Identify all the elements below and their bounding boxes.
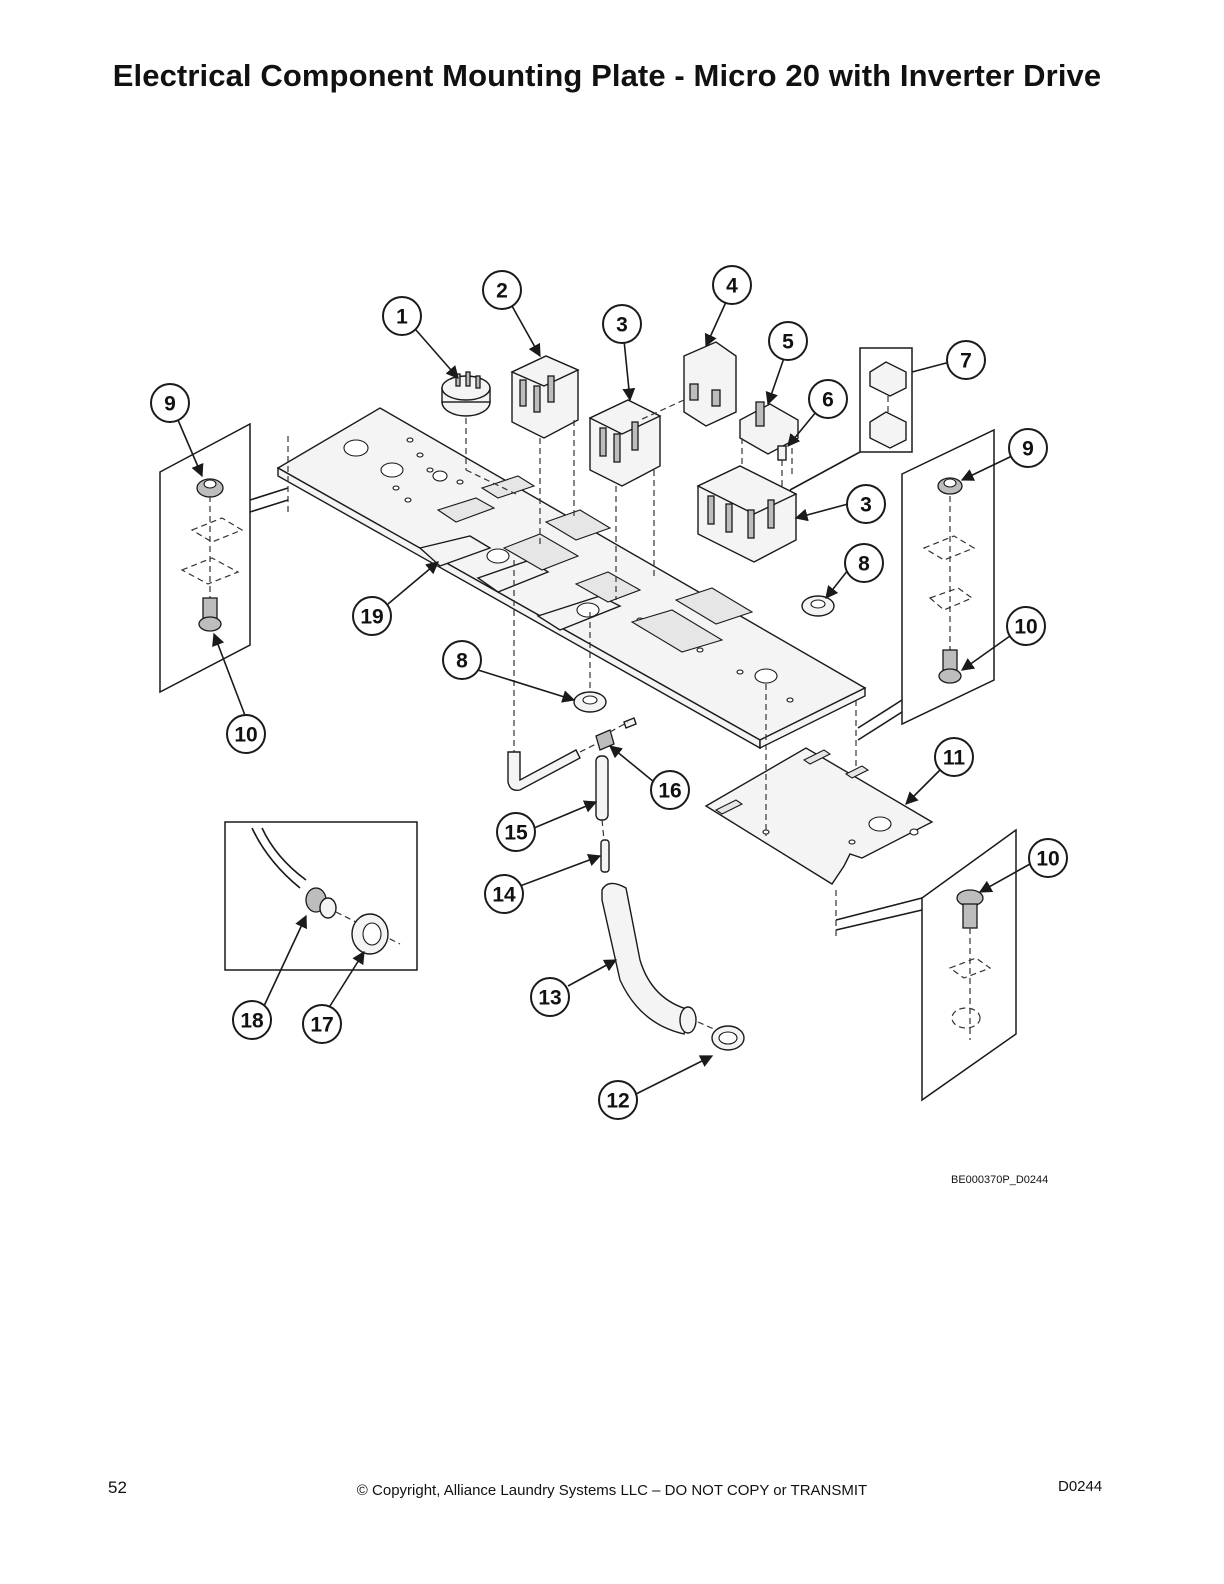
document-id: D0244 [1058, 1478, 1103, 1495]
svg-text:9: 9 [164, 393, 176, 416]
callout-1: 1 [382, 296, 422, 336]
callout-9-left: 9 [150, 383, 190, 423]
callout-12: 12 [598, 1080, 638, 1120]
svg-text:2: 2 [496, 280, 508, 303]
svg-text:3: 3 [616, 314, 628, 337]
svg-text:4: 4 [726, 275, 738, 298]
page-title: Electrical Component Mounting Plate - Mi… [112, 58, 1102, 93]
page-number: 52 [108, 1478, 127, 1497]
svg-text:9: 9 [1022, 438, 1034, 461]
callout-15: 15 [496, 812, 536, 852]
right-fastener-inset [857, 428, 995, 741]
svg-text:8: 8 [456, 650, 468, 673]
callout-10-right: 10 [1006, 606, 1046, 646]
svg-text:1: 1 [396, 306, 408, 329]
svg-text:18: 18 [240, 1010, 264, 1033]
svg-text:6: 6 [822, 389, 834, 412]
svg-text:10: 10 [1014, 616, 1037, 639]
relay-base [739, 401, 799, 480]
contactor-b [588, 399, 662, 600]
copyright-notice: © Copyright, Alliance Laundry Systems LL… [356, 1482, 868, 1499]
callout-4: 4 [712, 265, 752, 305]
terminal-pin [777, 445, 787, 490]
callout-14: 14 [484, 874, 524, 914]
svg-text:12: 12 [606, 1090, 629, 1113]
lower-right-fastener-inset [835, 828, 1017, 1102]
svg-text:13: 13 [538, 987, 561, 1010]
grommet-upper [801, 595, 835, 617]
callout-10-bottom: 10 [1028, 838, 1068, 878]
pressure-switch [441, 371, 517, 495]
circuit-breaker [639, 341, 737, 427]
contactor-c [696, 465, 798, 563]
svg-text:15: 15 [504, 822, 528, 845]
bottom-plate [704, 684, 934, 885]
callout-8-lower: 8 [442, 640, 482, 680]
callout-17: 17 [302, 1004, 342, 1044]
callout-11: 11 [934, 737, 974, 777]
callout-5: 5 [768, 321, 808, 361]
callout-7: 7 [946, 340, 986, 380]
callout-3-lower: 3 [846, 484, 886, 524]
callout-6: 6 [808, 379, 848, 419]
callout-2: 2 [482, 270, 522, 310]
callout-9-right: 9 [1008, 428, 1048, 468]
callout-19: 19 [352, 596, 392, 636]
svg-text:17: 17 [310, 1014, 333, 1037]
svg-text:10: 10 [1036, 848, 1059, 871]
svg-text:14: 14 [492, 884, 516, 907]
callout-8-upper: 8 [844, 543, 884, 583]
svg-text:3: 3 [860, 494, 872, 517]
svg-text:5: 5 [782, 331, 794, 354]
grommet-lower [573, 612, 607, 713]
left-fastener-inset [159, 422, 289, 694]
grommet-detail-inset [224, 821, 418, 971]
leader-lines [177, 301, 1031, 1095]
svg-text:8: 8 [858, 553, 870, 576]
mounting-plate [276, 407, 867, 750]
svg-text:19: 19 [360, 606, 383, 629]
svg-text:7: 7 [960, 350, 972, 373]
callout-3-upper: 3 [602, 304, 642, 344]
callout-13: 13 [530, 977, 570, 1017]
relay-inset [789, 347, 913, 491]
callout-16: 16 [650, 770, 690, 810]
callout-10-left: 10 [226, 714, 266, 754]
drawing-code: BE000370P_D0244 [951, 1174, 1049, 1186]
svg-text:11: 11 [943, 747, 966, 770]
svg-text:10: 10 [234, 724, 257, 747]
hose-assembly [507, 560, 745, 1051]
callout-18: 18 [232, 1000, 272, 1040]
svg-text:16: 16 [658, 780, 681, 803]
contactor-a [510, 355, 580, 548]
